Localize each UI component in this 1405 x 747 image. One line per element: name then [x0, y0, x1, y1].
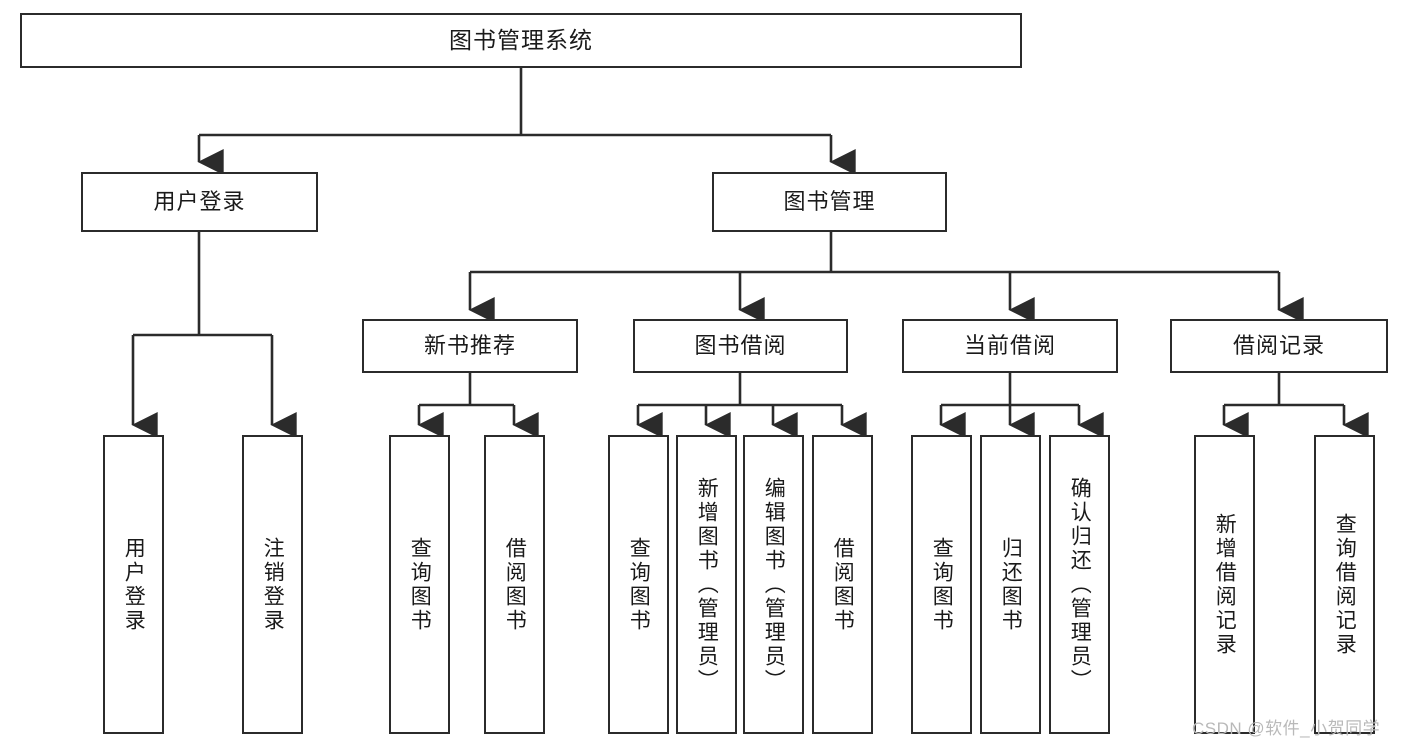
node-label: 确认归还（管理员） — [1068, 476, 1092, 693]
node-new-book-recommend[interactable]: 新书推荐 — [362, 319, 578, 373]
node-label: 图书管理系统 — [449, 26, 593, 53]
node-leaf-borrow-book-newbook[interactable]: 借阅图书 — [484, 435, 545, 734]
node-book-management[interactable]: 图书管理 — [712, 172, 947, 232]
node-leaf-edit-book-admin[interactable]: 编辑图书（管理员） — [743, 435, 804, 734]
node-label: 当前借阅 — [963, 332, 1056, 358]
node-leaf-query-book-borrow[interactable]: 查询图书 — [608, 435, 669, 734]
node-label: 图书借阅 — [694, 332, 787, 358]
node-label: 新增借阅记录 — [1213, 512, 1237, 657]
node-label: 用户登录 — [153, 188, 246, 214]
node-leaf-query-borrow-record[interactable]: 查询借阅记录 — [1314, 435, 1375, 734]
node-leaf-add-book-admin[interactable]: 新增图书（管理员） — [676, 435, 737, 734]
node-label: 借阅图书 — [831, 536, 855, 633]
node-leaf-return-book[interactable]: 归还图书 — [980, 435, 1041, 734]
node-current-borrow[interactable]: 当前借阅 — [902, 319, 1118, 373]
node-leaf-borrow-book[interactable]: 借阅图书 — [812, 435, 873, 734]
node-root-book-management-system[interactable]: 图书管理系统 — [20, 13, 1022, 68]
watermark: CSDN @软件_小贺同学 — [1192, 719, 1381, 738]
node-label: 查询借阅记录 — [1333, 512, 1357, 657]
node-borrow-record[interactable]: 借阅记录 — [1170, 319, 1388, 373]
node-label: 借阅图书 — [503, 536, 527, 633]
node-label: 查询图书 — [408, 536, 432, 633]
node-leaf-query-book-current[interactable]: 查询图书 — [911, 435, 972, 734]
node-label: 查询图书 — [930, 536, 954, 633]
node-book-borrow[interactable]: 图书借阅 — [633, 319, 848, 373]
node-label: 图书管理 — [783, 188, 876, 214]
node-leaf-confirm-return-admin[interactable]: 确认归还（管理员） — [1049, 435, 1110, 734]
node-label: 归还图书 — [999, 536, 1023, 633]
node-label: 借阅记录 — [1232, 332, 1325, 358]
node-label: 注销登录 — [261, 536, 285, 633]
node-leaf-user-login[interactable]: 用户登录 — [103, 435, 164, 734]
node-label: 用户登录 — [122, 536, 146, 633]
node-leaf-query-book-newbook[interactable]: 查询图书 — [389, 435, 450, 734]
node-label: 新增图书（管理员） — [695, 476, 719, 693]
node-label: 新书推荐 — [423, 332, 516, 358]
node-label: 编辑图书（管理员） — [762, 476, 786, 693]
node-label: 查询图书 — [627, 536, 651, 633]
node-leaf-logout[interactable]: 注销登录 — [242, 435, 303, 734]
node-leaf-add-borrow-record[interactable]: 新增借阅记录 — [1194, 435, 1255, 734]
node-user-login[interactable]: 用户登录 — [81, 172, 318, 232]
